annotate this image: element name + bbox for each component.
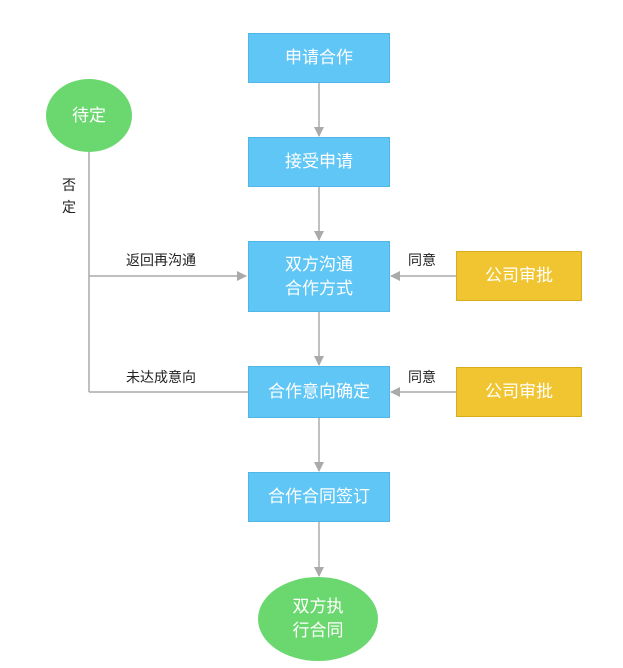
node-negotiate-label-line2: 合作方式 [285,278,353,299]
edge-label-return: 返回再沟通 [126,253,196,269]
node-approval-1-label: 公司审批 [485,266,553,286]
node-accept: 接受申请 [248,137,390,187]
node-approval-1: 公司审批 [456,251,582,301]
edge-label-agree-1: 同意 [408,253,436,269]
edge-label-reject-char2: 定 [62,200,76,216]
node-sign-label: 合作合同签订 [268,487,370,507]
node-execute-label-line2: 行合同 [292,621,344,641]
node-negotiate: 双方沟通 合作方式 [248,241,390,312]
node-pending-label: 待定 [72,105,106,126]
node-pending: 待定 [46,79,132,152]
node-approval-2-label: 公司审批 [485,382,553,402]
node-sign: 合作合同签订 [248,472,390,522]
node-execute: 双方执 行合同 [258,577,378,661]
edge-label-reject: 否 定 [61,175,77,219]
node-apply: 申请合作 [248,33,390,83]
node-confirm-label: 合作意向确定 [268,382,370,402]
node-execute-label-line1: 双方执 [292,597,344,617]
node-approval-2: 公司审批 [456,367,582,417]
node-confirm: 合作意向确定 [248,366,390,418]
edge-label-agree-2: 同意 [408,370,436,386]
node-apply-label: 申请合作 [285,48,353,68]
node-negotiate-label-line1: 双方沟通 [285,254,353,275]
node-accept-label: 接受申请 [285,152,353,172]
edge-label-reject-char1: 否 [62,178,76,194]
edge-label-not-reached: 未达成意向 [126,370,196,386]
